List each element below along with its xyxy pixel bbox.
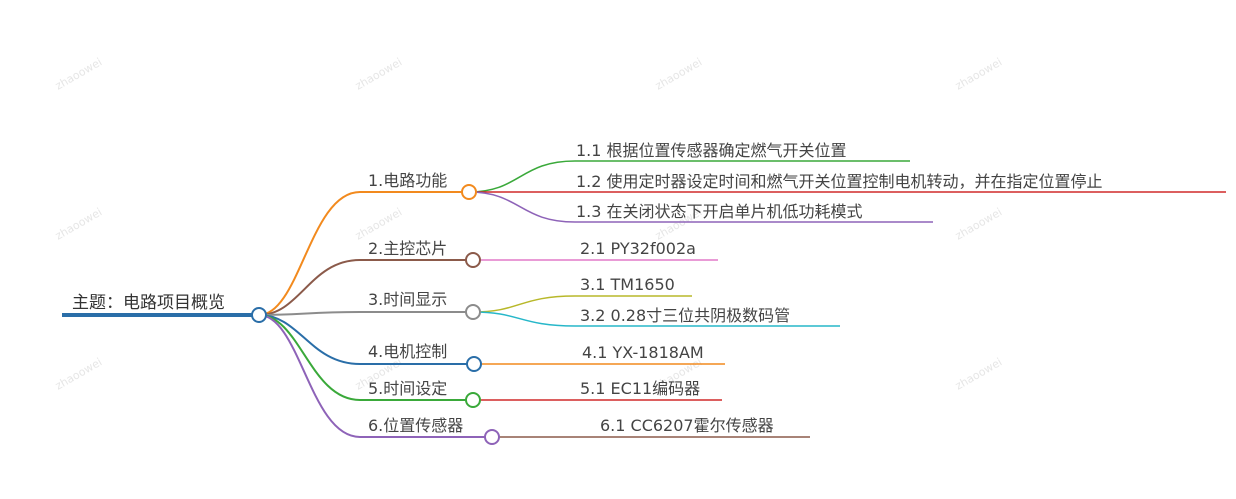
collapse-toggle[interactable] xyxy=(465,392,481,408)
branch-connector xyxy=(258,314,492,438)
leaf-connector xyxy=(472,311,840,327)
leaf-node[interactable]: 1.1 根据位置传感器确定燃气开关位置 xyxy=(468,141,910,193)
watermark-text: zhaoowei xyxy=(353,55,404,92)
leaf-label: 6.1 CC6207霍尔传感器 xyxy=(600,416,774,435)
leaf-node[interactable]: 3.2 0.28寸三位共阴极数码管 xyxy=(472,306,840,327)
leaf-node[interactable]: 6.1 CC6207霍尔传感器 xyxy=(492,416,810,438)
branch-label: 6.位置传感器 xyxy=(368,416,463,435)
branch-node[interactable]: 1.电路功能 xyxy=(258,171,469,316)
branch-connector xyxy=(258,191,469,316)
leaf-label: 4.1 YX-1818AM xyxy=(582,343,704,362)
watermark-text: zhaoowei xyxy=(953,205,1004,242)
branch-connector xyxy=(258,259,473,316)
branch-node[interactable]: 5.时间设定 xyxy=(258,314,473,401)
leaf-node[interactable]: 3.1 TM1650 xyxy=(472,275,692,313)
leaf-node[interactable]: 2.1 PY32f002a xyxy=(473,239,718,261)
branch-node[interactable]: 4.电机控制 xyxy=(258,314,474,365)
leaf-label: 3.1 TM1650 xyxy=(580,275,675,294)
collapse-toggle[interactable] xyxy=(461,184,477,200)
watermark-text: zhaoowei xyxy=(53,355,104,392)
collapse-toggle[interactable] xyxy=(484,429,500,445)
branch-label: 5.时间设定 xyxy=(368,379,447,398)
collapse-toggle[interactable] xyxy=(466,356,482,372)
leaf-label: 3.2 0.28寸三位共阴极数码管 xyxy=(580,306,790,325)
collapse-toggle[interactable] xyxy=(465,252,481,268)
branch-node[interactable]: 3.时间显示 xyxy=(258,290,473,316)
watermark-text: zhaoowei xyxy=(653,55,704,92)
leaf-label: 5.1 EC11编码器 xyxy=(580,379,700,398)
root-node[interactable]: 主题：电路项目概览 xyxy=(62,293,259,317)
branch-connector xyxy=(258,314,473,401)
branch-connector xyxy=(258,314,474,365)
leaf-connector xyxy=(472,295,692,313)
leaf-label: 1.3 在关闭状态下开启单片机低功耗模式 xyxy=(576,202,863,221)
watermark-text: zhaoowei xyxy=(53,55,104,92)
leaf-node[interactable]: 1.2 使用定时器设定时间和燃气开关位置控制电机转动，并在指定位置停止 xyxy=(469,172,1226,193)
watermark-text: zhaoowei xyxy=(53,205,104,242)
leaf-label: 1.1 根据位置传感器确定燃气开关位置 xyxy=(576,141,847,160)
branch-label: 1.电路功能 xyxy=(368,171,447,190)
branch-label: 4.电机控制 xyxy=(368,342,447,361)
root-label: 主题：电路项目概览 xyxy=(72,293,225,313)
watermark-layer: zhaoowei zhaoowei zhaoowei zhaoowei zhao… xyxy=(53,55,1004,392)
branch-label: 2.主控芯片 xyxy=(368,239,447,258)
branch-connector xyxy=(258,311,473,316)
root-collapse-toggle[interactable] xyxy=(251,307,267,323)
watermark-text: zhaoowei xyxy=(953,55,1004,92)
collapse-toggle[interactable] xyxy=(465,304,481,320)
watermark-text: zhaoowei xyxy=(353,205,404,242)
leaf-connector xyxy=(468,160,910,193)
watermark-text: zhaoowei xyxy=(953,355,1004,392)
leaf-connector xyxy=(468,191,933,223)
leaf-node[interactable]: 4.1 YX-1818AM xyxy=(474,343,725,365)
leaf-label: 2.1 PY32f002a xyxy=(580,239,696,258)
leaf-label: 1.2 使用定时器设定时间和燃气开关位置控制电机转动，并在指定位置停止 xyxy=(576,172,1103,191)
leaf-node[interactable]: 1.3 在关闭状态下开启单片机低功耗模式 xyxy=(468,191,933,223)
branch-label: 3.时间显示 xyxy=(368,290,447,309)
branch-node[interactable]: 6.位置传感器 xyxy=(258,314,492,438)
branch-node[interactable]: 2.主控芯片 xyxy=(258,239,473,316)
leaf-node[interactable]: 5.1 EC11编码器 xyxy=(473,379,722,401)
